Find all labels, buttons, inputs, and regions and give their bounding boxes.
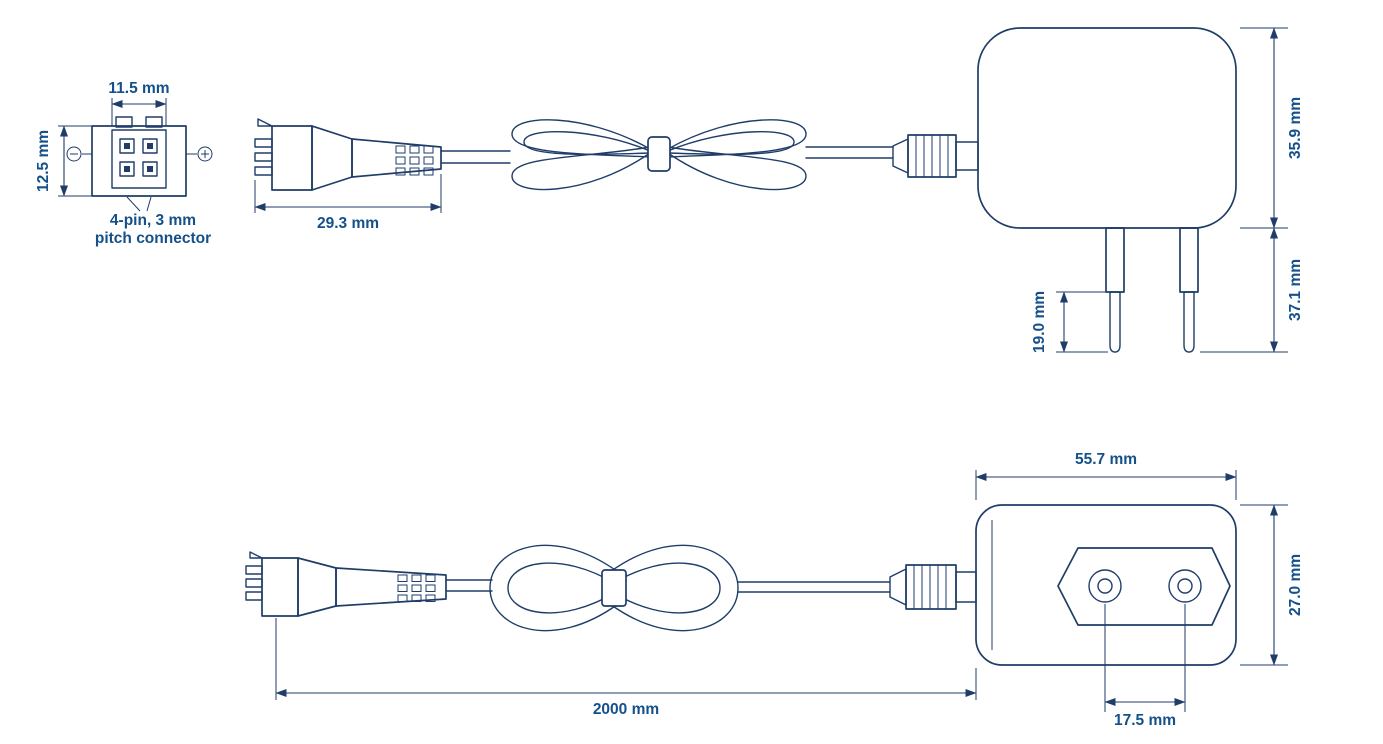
connector-prong: [254, 166, 273, 176]
connector-housing: [261, 557, 299, 617]
dim-plug-depth: 37.1 mm: [1200, 227, 1304, 353]
dimension-label-front-body-height: 27.0 mm: [1287, 554, 1304, 616]
cable-tie-wrap: [647, 136, 671, 172]
europlug-outline: [1057, 547, 1231, 626]
connector-pin: [119, 138, 135, 154]
dim-connector-height: 12.5 mm: [35, 125, 92, 197]
dim-cable-length: 2000 mm: [275, 618, 977, 718]
strain-relief-cone: [889, 568, 907, 606]
connector-caption: 4-pin, 3 mm pitch connector: [95, 196, 211, 247]
dimension-label-connector-width: 11.5 mm: [108, 80, 169, 97]
strain-relief-vents: [395, 145, 434, 176]
dim-pin-spacing: 17.5 mm: [1104, 604, 1186, 729]
plug-pin-hole-left: [1088, 569, 1122, 603]
connector-pin: [142, 161, 158, 177]
strain-relief-neck: [955, 571, 977, 603]
dimension-label-connector-length: 29.3 mm: [317, 215, 379, 232]
plug-pin-base-left: [1105, 227, 1125, 293]
dimension-label-plug-depth: 37.1 mm: [1287, 259, 1304, 321]
connector-prong: [245, 578, 263, 588]
connector-strain-relief: [335, 567, 447, 607]
dimension-label-body-width: 55.7 mm: [1075, 451, 1137, 468]
cable-connector-front-view: [245, 551, 493, 617]
connector-caption-line2: pitch connector: [95, 230, 211, 247]
dim-front-body-height: 27.0 mm: [1240, 504, 1304, 666]
connector-taper: [311, 125, 353, 191]
plug-pin-right: [1183, 291, 1195, 353]
dimension-label-body-height: 35.9 mm: [1287, 97, 1304, 159]
front-view: 55.7 mm 27.0 mm 17.5 mm 2000 mm: [245, 451, 1304, 729]
dimension-label-cable-length: 2000 mm: [593, 701, 659, 718]
side-view: 29.3 mm: [254, 27, 1304, 353]
connector-pin-contact: [124, 166, 130, 172]
adapter-strain-relief-front: [889, 564, 977, 610]
plus-polarity-icon: [186, 146, 213, 162]
connector-pin-contact: [147, 166, 153, 172]
europlug-pins-side: [1105, 227, 1199, 353]
dim-pin-length: 19.0 mm: [1031, 291, 1108, 353]
dimension-label-pin-length: 19.0 mm: [1031, 291, 1048, 353]
plug-pin-base-right: [1179, 227, 1199, 293]
strain-relief-neck: [955, 141, 979, 171]
cable-tie-wrap: [601, 569, 627, 607]
plug-pin-left: [1109, 291, 1121, 353]
connector-housing: [271, 125, 313, 191]
connector-pins: [119, 138, 158, 177]
connector-prong: [254, 138, 273, 148]
connector-prong: [245, 565, 263, 575]
connector-latch-tab: [145, 116, 163, 128]
connector-pin-contact: [147, 143, 153, 149]
connector-latch: [249, 551, 263, 559]
connector-taper: [297, 557, 337, 617]
plug-pin-right-front: [1177, 578, 1193, 594]
cable-connector-side-view: [254, 118, 511, 191]
leader-line: [126, 196, 141, 212]
minus-polarity-icon: [66, 146, 92, 162]
dimension-label-pin-spacing: 17.5 mm: [1114, 712, 1176, 729]
dim-body-width: 55.7 mm: [975, 451, 1237, 500]
adapter-body-side: [977, 27, 1237, 229]
connector-caption-line1: 4-pin, 3 mm: [110, 212, 196, 229]
connector-body-outline: [111, 129, 167, 189]
europlug-face: [1057, 547, 1231, 626]
dim-connector-length: 29.3 mm: [254, 174, 442, 232]
connector-pin-contact: [124, 143, 130, 149]
connector-pin: [119, 161, 135, 177]
cable-coil-side-view: [511, 119, 894, 191]
strain-relief-cone: [892, 138, 909, 174]
cable-figure-eight-coil: [489, 544, 891, 632]
connector-prong: [245, 591, 263, 601]
dim-body-height: 35.9 mm: [1240, 27, 1304, 229]
connector-face-outline: [91, 125, 187, 197]
connector-latch-tab: [115, 116, 133, 128]
dimension-label-connector-height: 12.5 mm: [35, 130, 52, 192]
adapter-strain-relief-side: [892, 134, 979, 178]
connector-prong: [254, 152, 273, 162]
leader-line: [146, 196, 152, 212]
plug-pin-left-front: [1097, 578, 1113, 594]
connector-pin: [142, 138, 158, 154]
dim-connector-width: 11.5 mm: [108, 80, 170, 126]
connector-latch: [257, 118, 273, 127]
connector-detail-view: 11.5 mm 12.5 mm 4-pin, 3 mm pitch connec…: [35, 80, 213, 247]
plug-pin-hole-right: [1168, 569, 1202, 603]
adapter-body-front: [975, 504, 1237, 666]
strain-relief-vents: [397, 574, 436, 602]
connector-strain-relief: [351, 138, 442, 178]
